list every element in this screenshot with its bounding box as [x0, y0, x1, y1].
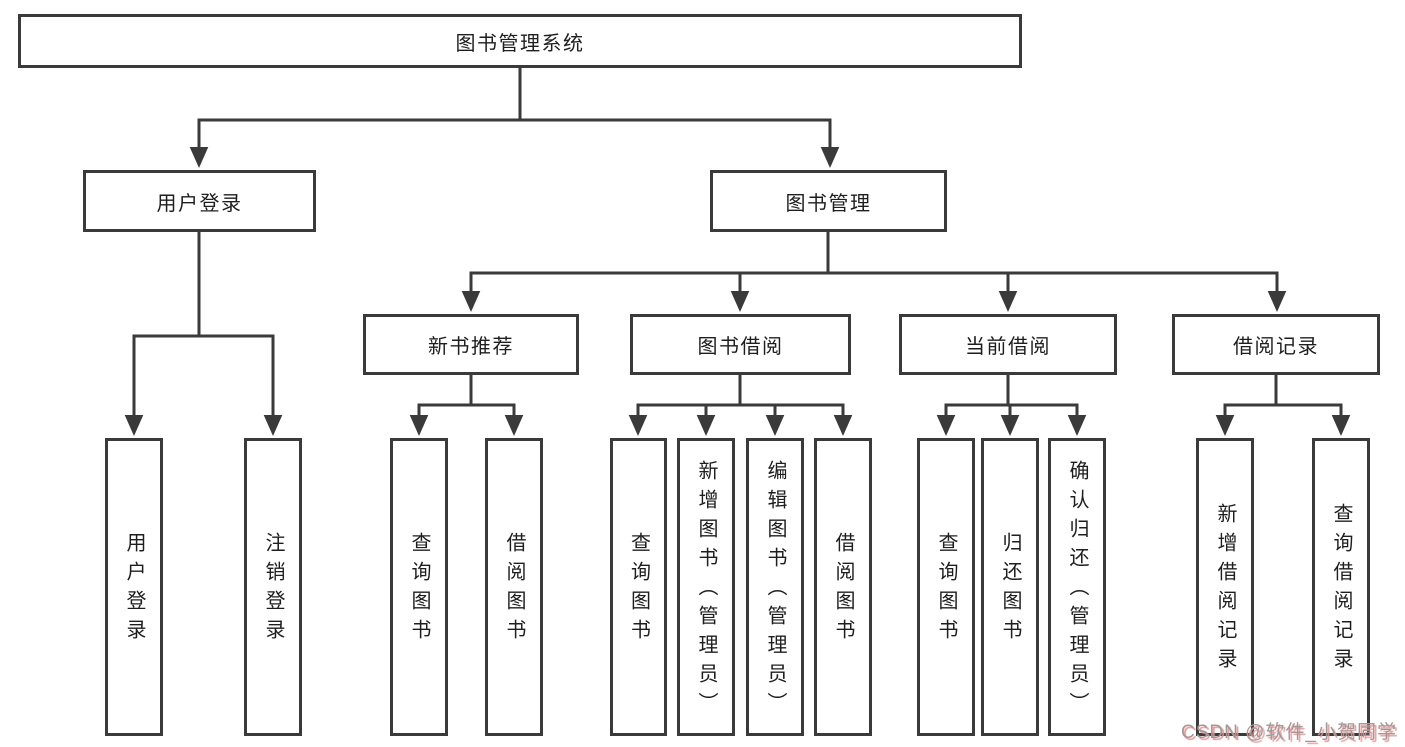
connector-borrow-records-to-leaves — [1215, 375, 1351, 436]
connector-book-borrow-to-leaves — [628, 375, 853, 436]
connector-user-login-to-leaves — [124, 232, 283, 436]
node-new-book-recommend: 新书推荐 — [363, 314, 579, 375]
connector-book-management-to-level3 — [461, 232, 1287, 312]
node-query-book-borrow: 查询图书 — [610, 438, 667, 736]
node-logout: 注销登录 — [244, 438, 302, 736]
connector-new-book-recommend-to-leaves — [409, 375, 524, 436]
node-borrow-records: 借阅记录 — [1172, 314, 1380, 375]
node-edit-book-admin: 编辑图书（管理员） — [746, 438, 804, 736]
node-root: 图书管理系统 — [18, 14, 1022, 68]
node-query-book-current: 查询图书 — [917, 438, 975, 736]
node-login: 用户登录 — [105, 438, 163, 736]
node-book-management: 图书管理 — [710, 170, 947, 232]
node-borrow-book: 借阅图书 — [814, 438, 872, 736]
node-confirm-return-admin: 确认归还（管理员） — [1048, 438, 1106, 736]
node-user-login: 用户登录 — [83, 170, 316, 232]
node-query-book-recommend: 查询图书 — [390, 438, 448, 736]
node-borrow-book-recommend: 借阅图书 — [485, 438, 543, 736]
node-book-borrow: 图书借阅 — [630, 314, 851, 375]
watermark: CSDN @软件_小贺同学 — [1181, 722, 1397, 743]
node-return-book: 归还图书 — [981, 438, 1039, 736]
connector-root-to-level2 — [189, 68, 840, 168]
node-add-borrow-record: 新增借阅记录 — [1196, 438, 1254, 736]
node-query-borrow-record: 查询借阅记录 — [1312, 438, 1370, 736]
connector-current-borrow-to-leaves — [936, 375, 1087, 436]
node-add-book-admin: 新增图书（管理员） — [677, 438, 735, 736]
node-current-borrow: 当前借阅 — [899, 314, 1117, 375]
